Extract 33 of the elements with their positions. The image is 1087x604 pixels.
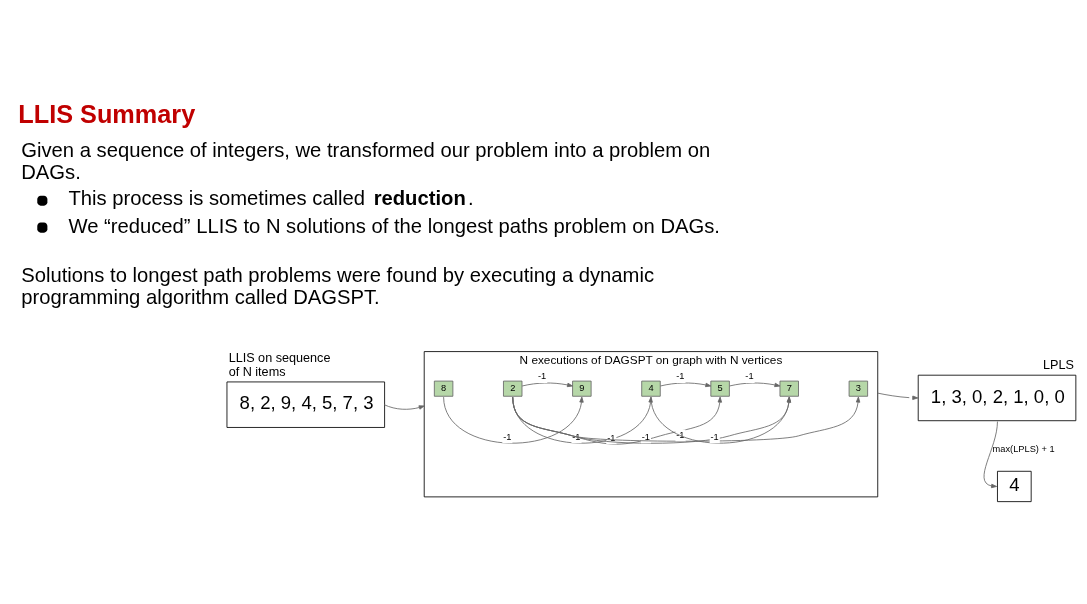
arrow	[983, 421, 998, 489]
node-box: 4	[997, 470, 1032, 503]
node-box: 4	[641, 380, 661, 397]
node-label: LPLS	[1042, 358, 1074, 373]
edge-label: -1	[745, 371, 754, 382]
node-box: 8	[433, 380, 454, 397]
node-box: 7	[779, 380, 799, 397]
arrow	[729, 382, 781, 388]
edge-label: -1	[607, 432, 616, 443]
edge-label: -1	[572, 431, 581, 442]
node-box: 1, 3, 0, 2, 1, 0, 0	[917, 374, 1077, 422]
node-label: LLIS on sequence of N items	[228, 350, 331, 380]
label: Solutions to longest path problems were found by executing a dynamic programming algorithm called DAGSPT.	[21, 263, 655, 308]
label: This process is sometimes called reduction.	[68, 187, 474, 210]
arrow	[660, 382, 712, 388]
edge-label: max(LPLS) + 1	[992, 443, 1055, 454]
node-box: 3	[848, 380, 869, 397]
edge-label: -1	[503, 431, 512, 442]
arrow	[521, 382, 573, 388]
label: Given a sequence of integers, we transformed our problem into a problem on DAGs.	[21, 139, 711, 183]
edge-label: -1	[710, 431, 719, 442]
diagram-title: LLIS Summary	[18, 100, 196, 129]
label: We “reduced” LLIS to N solutions of the longest paths problem on DAGs.	[68, 214, 720, 237]
edge-label: -1	[538, 371, 547, 382]
arrow	[877, 392, 919, 400]
edge-label: -1	[676, 371, 685, 382]
edge-label: -1	[641, 431, 650, 442]
node-box: 9	[572, 380, 592, 397]
edge-label: -1	[676, 429, 685, 440]
arrow	[383, 404, 425, 410]
node-box: 5	[710, 380, 730, 397]
node-box: 2	[503, 380, 523, 397]
node-box: 8, 2, 9, 4, 5, 7, 3	[226, 381, 386, 428]
